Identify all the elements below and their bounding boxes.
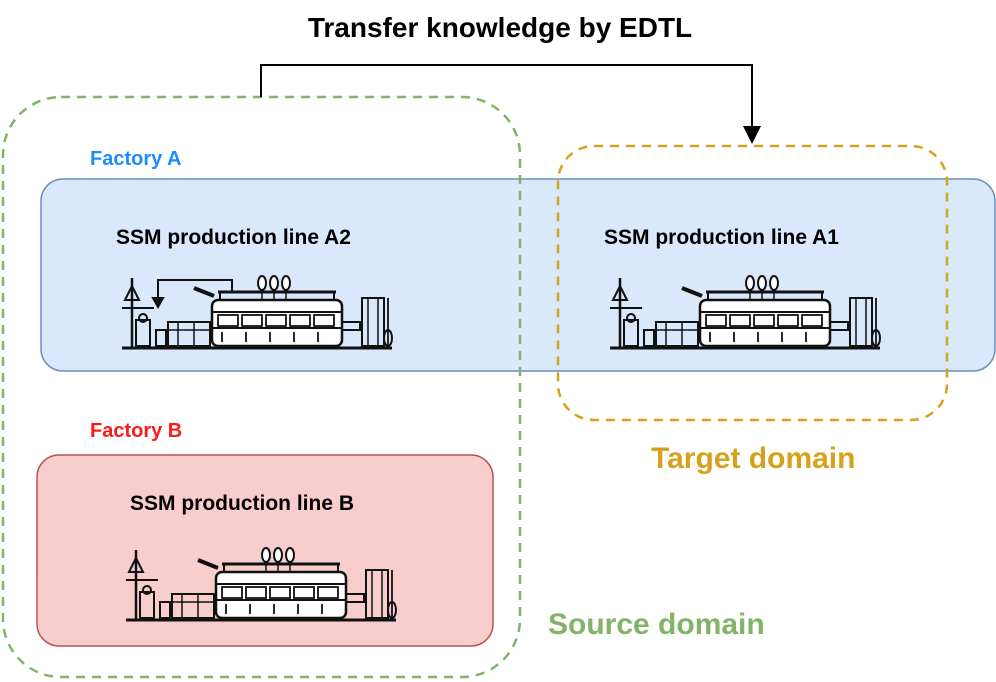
target-domain-region <box>556 144 949 422</box>
diagram-title: Transfer knowledge by EDTL <box>307 12 693 43</box>
source-domain-label: Source domain <box>548 608 765 641</box>
target-domain-label: Target domain <box>651 442 856 475</box>
production-line-a2-label: SSM production line A2 <box>116 226 351 249</box>
factory-b-label: Factory B <box>90 420 183 442</box>
feedback-loop-icon <box>151 279 233 310</box>
factory-a-band <box>40 178 996 372</box>
factory-a-label: Factory A <box>90 148 182 170</box>
transfer-arrow <box>260 64 753 132</box>
arrow-head-icon <box>743 126 761 144</box>
production-line-b-label: SSM production line B <box>130 492 354 515</box>
production-line-a1-label: SSM production line A1 <box>604 226 839 249</box>
